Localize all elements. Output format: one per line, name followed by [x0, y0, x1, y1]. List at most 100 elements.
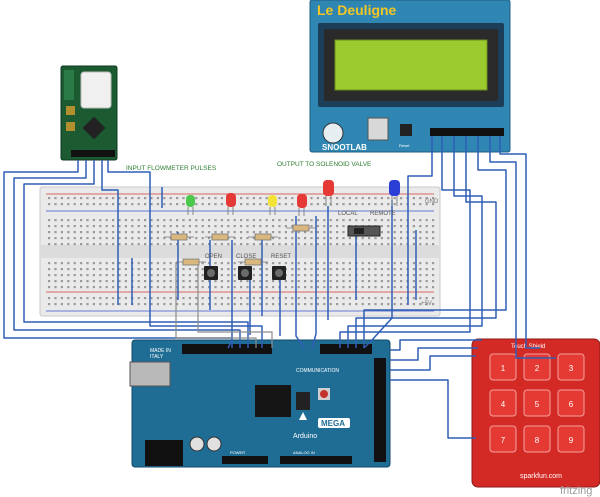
breadboard-hole — [86, 237, 89, 240]
breadboard-hole — [188, 280, 191, 283]
breadboard-hole — [86, 274, 89, 277]
breadboard-hole — [182, 231, 185, 234]
breadboard-hole — [60, 297, 63, 300]
breadboard-hole — [368, 280, 371, 283]
breadboard-hole — [342, 219, 345, 222]
breadboard-hole — [265, 262, 268, 265]
breadboard-hole — [342, 280, 345, 283]
breadboard-hole — [60, 203, 63, 206]
breadboard-hole — [323, 297, 326, 300]
breadboard-hole — [278, 262, 281, 265]
breadboard-hole — [118, 197, 121, 200]
breadboard-hole — [336, 197, 339, 200]
breadboard-hole — [144, 197, 147, 200]
breadboard-hole — [329, 297, 332, 300]
breadboard-hole — [297, 262, 300, 265]
breadboard-hole — [208, 303, 211, 306]
breadboard-hole — [208, 231, 211, 234]
breadboard-hole — [208, 297, 211, 300]
breadboard-hole — [278, 219, 281, 222]
breadboard-hole — [163, 219, 166, 222]
breadboard-hole — [304, 297, 307, 300]
breadboard-hole — [48, 268, 51, 271]
touch-brand: sparkfun.com — [520, 473, 562, 480]
breadboard-hole — [233, 274, 236, 277]
breadboard-hole — [419, 203, 422, 206]
breadboard-hole — [144, 280, 147, 283]
breadboard-hole — [188, 268, 191, 271]
breadboard-hole — [144, 237, 147, 240]
breadboard-hole — [176, 231, 179, 234]
breadboard-hole — [233, 268, 236, 271]
breadboard-hole — [112, 303, 115, 306]
breadboard-hole — [400, 268, 403, 271]
breadboard-hole — [252, 219, 255, 222]
breadboard-hole — [374, 237, 377, 240]
breadboard-hole — [252, 297, 255, 300]
breadboard-hole — [131, 203, 134, 206]
breadboard-hole — [284, 231, 287, 234]
breadboard-hole — [323, 219, 326, 222]
breadboard-hole — [265, 280, 268, 283]
breadboard-hole — [99, 286, 102, 289]
breadboard-hole — [310, 197, 313, 200]
breadboard-hole — [54, 286, 57, 289]
breadboard-hole — [412, 197, 415, 200]
breadboard-hole — [329, 231, 332, 234]
breadboard-hole — [169, 225, 172, 228]
breadboard-hole — [227, 280, 230, 283]
breadboard-hole — [86, 262, 89, 265]
breadboard-hole — [99, 297, 102, 300]
lcd-reset-label: Reset — [399, 143, 410, 148]
breadboard-hole — [329, 274, 332, 277]
breadboard-hole — [105, 280, 108, 283]
breadboard-hole — [380, 237, 383, 240]
touch-key-label: 3 — [569, 364, 574, 373]
breadboard-hole — [432, 225, 435, 228]
breadboard-hole — [182, 280, 185, 283]
led-red-icon — [226, 193, 236, 215]
breadboard-hole — [336, 303, 339, 306]
breadboard-hole — [361, 280, 364, 283]
breadboard-hole — [144, 219, 147, 222]
breadboard-hole — [48, 274, 51, 277]
breadboard-hole — [323, 286, 326, 289]
breadboard-hole — [316, 203, 319, 206]
breadboard-hole — [348, 286, 351, 289]
breadboard-hole — [150, 286, 153, 289]
breadboard-hole — [400, 262, 403, 265]
breadboard-hole — [163, 286, 166, 289]
breadboard-hole — [310, 286, 313, 289]
breadboard-hole — [105, 243, 108, 246]
breadboard-hole — [163, 225, 166, 228]
breadboard-hole — [284, 280, 287, 283]
breadboard-hole — [201, 268, 204, 271]
breadboard-hole — [188, 237, 191, 240]
breadboard-hole — [176, 225, 179, 228]
breadboard-hole — [67, 286, 70, 289]
breadboard-hole — [92, 274, 95, 277]
breadboard-hole — [73, 274, 76, 277]
resistors — [164, 224, 316, 266]
breadboard-hole — [208, 219, 211, 222]
breadboard-hole — [240, 203, 243, 206]
breadboard-hole — [54, 262, 57, 265]
breadboard-hole — [284, 197, 287, 200]
breadboard-hole — [137, 274, 140, 277]
breadboard-hole — [105, 225, 108, 228]
breadboard-hole — [214, 280, 217, 283]
breadboard-hole — [291, 297, 294, 300]
breadboard-hole — [393, 197, 396, 200]
local-label: LOCAL — [338, 211, 358, 217]
breadboard-hole — [374, 297, 377, 300]
breadboard-hole — [368, 203, 371, 206]
breadboard-hole — [182, 274, 185, 277]
breadboard-hole — [105, 231, 108, 234]
breadboard-hole — [297, 274, 300, 277]
breadboard-hole — [342, 286, 345, 289]
breadboard-hole — [220, 197, 223, 200]
breadboard-hole — [240, 280, 243, 283]
breadboard-hole — [124, 225, 127, 228]
breadboard-hole — [92, 225, 95, 228]
